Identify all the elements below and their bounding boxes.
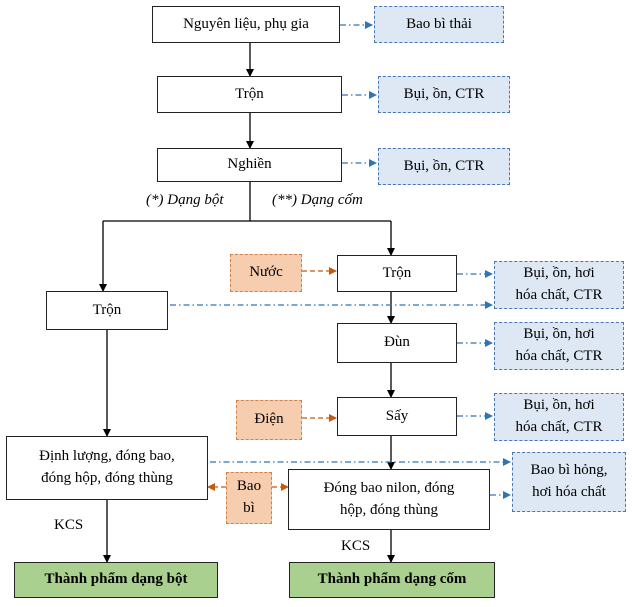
branch-label-granule: (**) Dạng cốm: [272, 192, 363, 208]
input-electricity: Điện: [236, 400, 302, 440]
process-grinding: Nghiền: [157, 148, 342, 182]
kcs-label-granule: KCS: [341, 538, 371, 554]
waste-dust-noise-1: Bụi, ồn, CTR: [378, 76, 510, 113]
process-mixing-1: Trộn: [157, 76, 342, 113]
input-packaging: Bao bì: [226, 472, 272, 524]
process-packaging-powder: Định lượng, đóng bao, đóng hộp, đóng thù…: [6, 436, 208, 500]
waste-damaged-packaging: Bao bì hỏng, hơi hóa chất: [512, 452, 626, 512]
process-packaging-granule: Đóng bao nilon, đóng hộp, đóng thùng: [288, 469, 490, 530]
product-granule: Thành phẩm dạng cốm: [289, 562, 495, 598]
process-mixing-granule: Trộn: [337, 255, 457, 292]
process-drying: Sấy: [337, 397, 457, 436]
product-powder: Thành phẩm dạng bột: [14, 562, 218, 598]
waste-dust-noise-2: Bụi, ồn, CTR: [378, 148, 510, 185]
process-raw-materials: Nguyên liệu, phụ gia: [152, 6, 340, 43]
branch-label-powder: (*) Dạng bột: [146, 192, 224, 208]
waste-dust-chemical-1: Bụi, ồn, hơi hóa chất, CTR: [494, 261, 624, 309]
kcs-label-powder: KCS: [54, 517, 84, 533]
process-extrusion: Đùn: [337, 323, 457, 363]
process-mixing-powder: Trộn: [46, 291, 168, 330]
waste-dust-chemical-3: Bụi, ồn, hơi hóa chất, CTR: [494, 393, 624, 441]
waste-dust-chemical-2: Bụi, ồn, hơi hóa chất, CTR: [494, 322, 624, 370]
waste-packaging: Bao bì thải: [374, 6, 504, 43]
input-water: Nước: [230, 254, 302, 292]
